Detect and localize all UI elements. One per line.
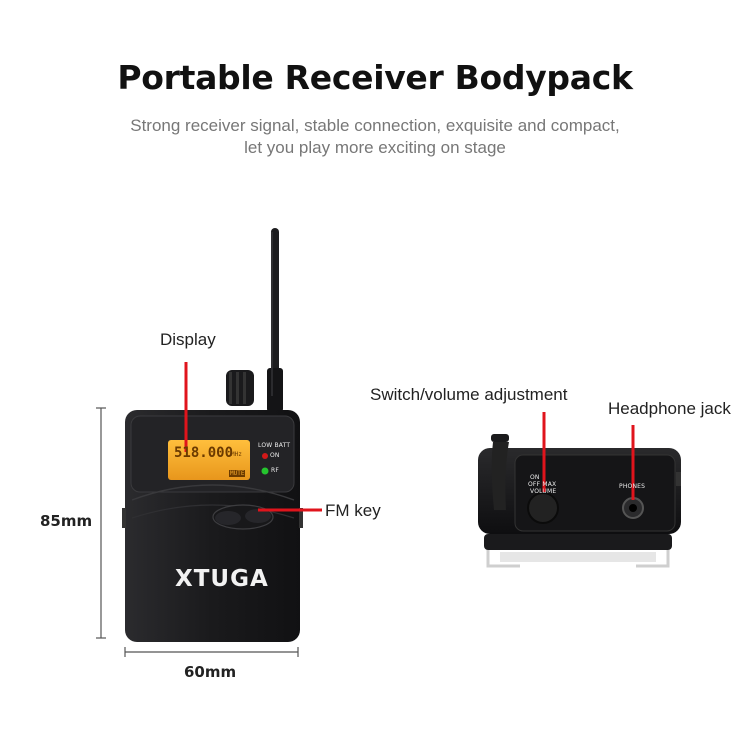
- antenna: [267, 228, 283, 412]
- low-batt-label: LOW BATT: [258, 442, 291, 449]
- rf-label: RF: [271, 467, 280, 474]
- lcd-frequency: 518.000: [174, 445, 234, 461]
- brand-logo: XTUGA: [175, 566, 269, 592]
- height-dimension: 85mm: [40, 512, 93, 530]
- top-volume-label: VOLUME: [530, 488, 557, 495]
- top-off-max-label: OFF MAX: [528, 481, 557, 488]
- display-label: Display: [160, 330, 216, 349]
- top-on-label: ON: [530, 474, 540, 481]
- power-led: [262, 453, 268, 459]
- bodypack-top-view: [478, 434, 681, 568]
- width-dimension-line: [124, 647, 299, 657]
- switch-volume-label: Switch/volume adjustment: [370, 385, 568, 404]
- page-title: Portable Receiver Bodypack: [117, 58, 633, 97]
- bodypack-front: [122, 410, 303, 642]
- top-phones-label: PHONES: [619, 483, 646, 490]
- volume-knob: [226, 370, 254, 406]
- on-label: ON: [270, 452, 280, 459]
- lcd-unit: MHz: [231, 451, 242, 458]
- lcd-mute: MUTE: [229, 470, 246, 477]
- subtitle-line-2: let you play more exciting on stage: [244, 138, 506, 157]
- width-dimension: 60mm: [184, 663, 237, 681]
- callout-lines: [184, 362, 635, 512]
- rf-led: [261, 467, 269, 475]
- fm-key-label: FM key: [325, 501, 381, 520]
- switch-volume-knob: [527, 492, 559, 524]
- headphone-jack-label: Headphone jack: [608, 399, 731, 418]
- height-dimension-line: [96, 407, 106, 639]
- subtitle-line-1: Strong receiver signal, stable connectio…: [130, 116, 620, 135]
